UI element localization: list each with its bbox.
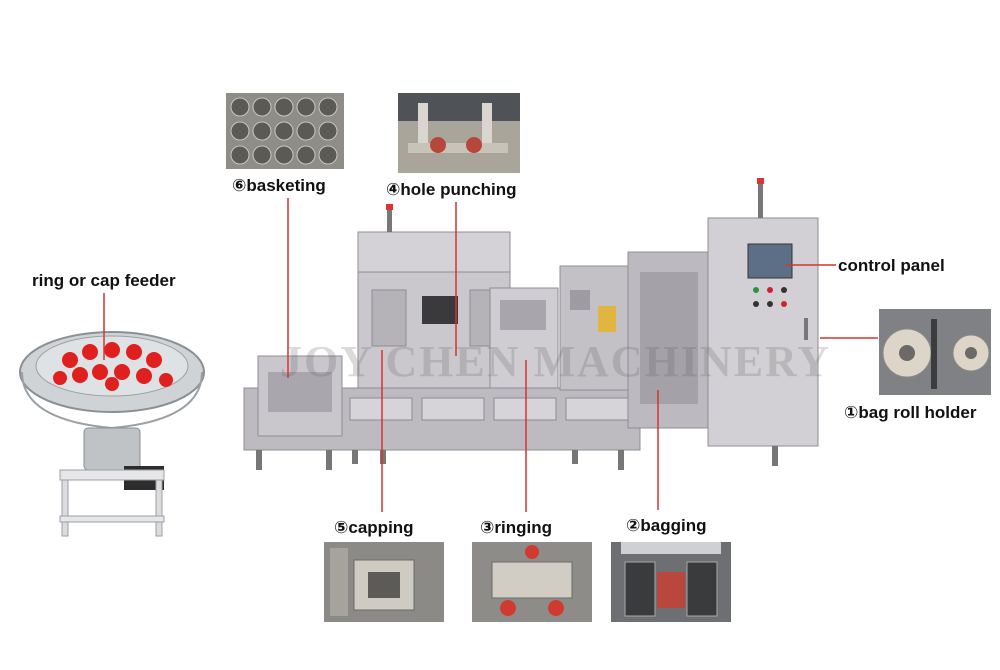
signal-tower-left — [387, 204, 392, 232]
bagging-photo — [611, 542, 731, 622]
basketing-photo — [226, 93, 344, 169]
label-basketing: ⑥basketing — [232, 176, 326, 195]
feeder-stand — [59, 469, 165, 481]
feeder-drive-base — [83, 427, 141, 471]
signal-tower-right — [758, 178, 763, 218]
brand-watermark: JOY CHEN MACHINERY — [280, 337, 832, 386]
ringing-photo — [472, 542, 592, 622]
leader-lines — [103, 198, 878, 512]
hole-punching-photo — [398, 93, 520, 173]
housing-screen — [422, 296, 458, 324]
label-ring-cap-feeder: ring or cap feeder — [32, 271, 176, 290]
label-capping: ⑤capping — [334, 518, 414, 537]
label-control-panel: control panel — [838, 256, 945, 275]
label-bag-roll-holder: ①bag roll holder — [844, 403, 977, 422]
label-bagging: ②bagging — [626, 516, 707, 535]
capping-photo — [324, 542, 444, 622]
feeder-caps — [53, 342, 173, 391]
control-screen — [747, 243, 793, 279]
bag-roll-holder-photo — [879, 309, 991, 395]
label-hole-punching: ④hole punching — [386, 180, 517, 199]
label-ringing: ③ringing — [480, 518, 552, 537]
